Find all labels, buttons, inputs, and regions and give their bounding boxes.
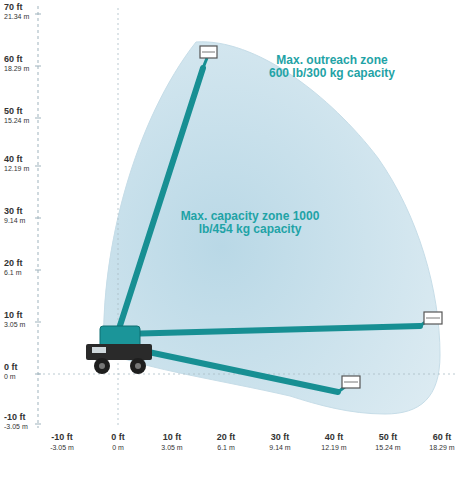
axis-label: 20 ft <box>4 259 23 268</box>
axis-label: -10 ft <box>51 433 73 442</box>
boom-lowered <box>120 346 360 392</box>
axis-frame <box>38 6 39 428</box>
axis-label: -3.05 m <box>50 444 74 451</box>
axis-label: -10 ft <box>4 413 26 422</box>
axis-label: 30 ft <box>4 207 23 216</box>
boom-raised <box>116 46 217 338</box>
axis-label: 9.14 m <box>4 217 25 224</box>
working-envelope <box>104 42 440 414</box>
zone-label: Max. outreach zone 600 lb/300 kg capacit… <box>268 54 396 79</box>
axis-label: 70 ft <box>4 3 23 12</box>
axis-label: 20 ft <box>217 433 236 442</box>
axis-label: 18.29 m <box>429 444 454 451</box>
axis-label: 12.19 m <box>321 444 346 451</box>
axis-label: 0 ft <box>4 363 18 372</box>
axis-label: 30 ft <box>271 433 290 442</box>
boom-lift-machine <box>86 326 152 374</box>
axis-label: 3.05 m <box>161 444 182 451</box>
axis-label: 3.05 m <box>4 321 25 328</box>
zone-label: Max. capacity zone 1000 lb/454 kg capaci… <box>180 210 320 235</box>
axis-ticks <box>35 14 41 424</box>
axis-label: 18.29 m <box>4 65 29 72</box>
axis-label: 21.34 m <box>4 13 29 20</box>
axis-label: 9.14 m <box>269 444 290 451</box>
axis-label: 15.24 m <box>375 444 400 451</box>
axis-label: 60 ft <box>433 433 452 442</box>
axis-label: 50 ft <box>379 433 398 442</box>
boom-horizontal <box>122 312 442 334</box>
axis-label: 50 ft <box>4 107 23 116</box>
axis-label: 15.24 m <box>4 117 29 124</box>
axis-label: 40 ft <box>325 433 344 442</box>
axis-label: 0 m <box>112 444 124 451</box>
axis-label: 10 ft <box>163 433 182 442</box>
axis-label: 40 ft <box>4 155 23 164</box>
axis-label: 6.1 m <box>4 269 22 276</box>
zero-axis <box>118 8 119 426</box>
axis-label: 0 m <box>4 373 16 380</box>
axis-label: 12.19 m <box>4 165 29 172</box>
axis-label: 6.1 m <box>217 444 235 451</box>
axis-label: 60 ft <box>4 55 23 64</box>
axis-label: -3.05 m <box>4 423 28 430</box>
axis-label: 0 ft <box>111 433 125 442</box>
axis-label: 10 ft <box>4 311 23 320</box>
